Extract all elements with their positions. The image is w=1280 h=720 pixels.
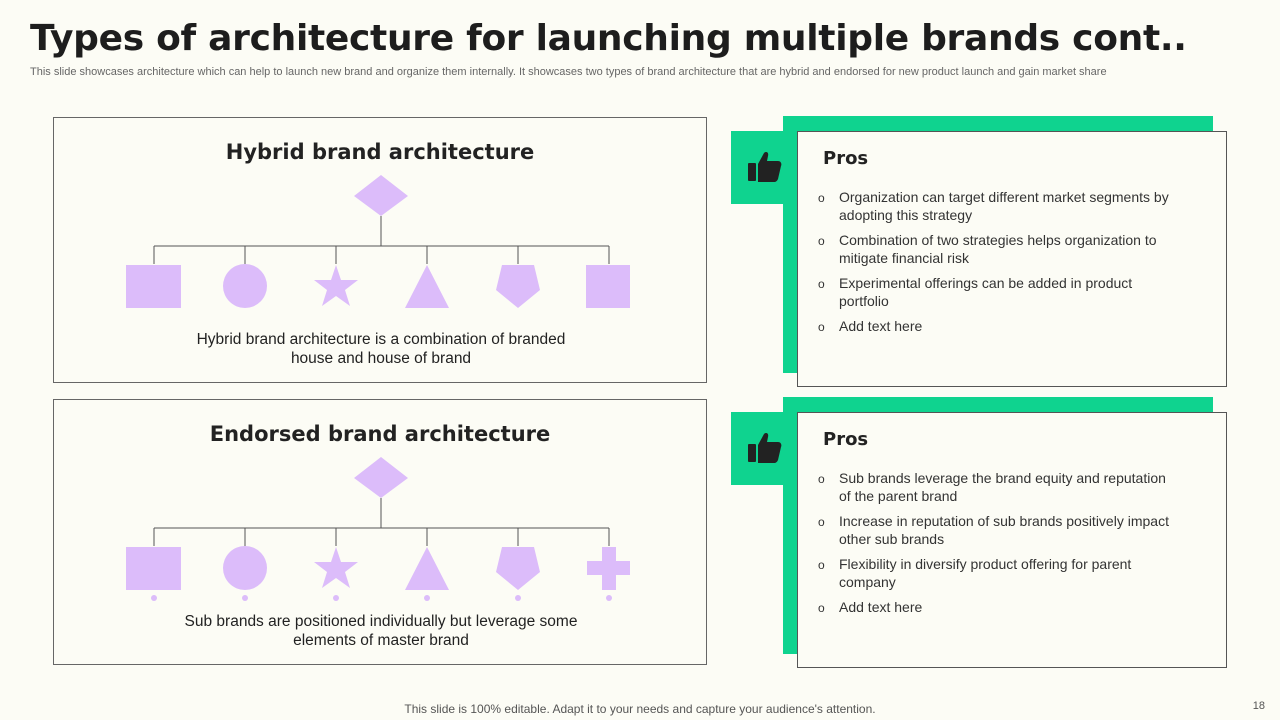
bullet: o xyxy=(818,601,825,615)
endorsed-panel-title: Endorsed brand architecture xyxy=(209,422,551,446)
pros-icon-tile xyxy=(731,131,801,204)
endorsed-diagram xyxy=(126,457,630,601)
bullet: o xyxy=(818,515,825,529)
slide-footer: This slide is 100% editable. Adapt it to… xyxy=(404,702,876,716)
hybrid-description: Hybrid brand architecture is a combinati… xyxy=(196,331,566,367)
hybrid-diagram xyxy=(126,175,630,308)
sub-brand-circle xyxy=(223,546,267,590)
bullet: o xyxy=(818,234,825,248)
bullet: o xyxy=(818,558,825,572)
endorsed-architecture-panel: Endorsed brand architecture Sub brands xyxy=(53,399,707,665)
thumbs-up-icon xyxy=(748,433,782,463)
bullet: o xyxy=(818,191,825,205)
bullet: o xyxy=(818,472,825,486)
hybrid-architecture-panel: Hybrid brand architecture Hybrid brand a… xyxy=(53,117,707,383)
sub-brand-square xyxy=(586,265,630,308)
sub-brand-star xyxy=(314,265,358,306)
sub-brand-triangle xyxy=(405,547,449,590)
sub-brand-cross xyxy=(587,547,630,590)
sub-brand-triangle xyxy=(405,265,449,308)
sub-brand-star xyxy=(314,547,358,588)
sub-brand-pentagon xyxy=(496,265,540,308)
endorsement-dots xyxy=(151,595,612,601)
slide-subtitle: This slide showcases architecture which … xyxy=(30,66,1107,78)
pros-icon-tile xyxy=(731,412,801,485)
hybrid-panel-title: Hybrid brand architecture xyxy=(225,140,535,164)
pros-title: Pros xyxy=(823,148,869,169)
bullet: o xyxy=(818,277,825,291)
pros-title: Pros xyxy=(823,429,869,450)
parent-brand-diamond xyxy=(354,457,408,498)
sub-brand-pentagon xyxy=(496,547,540,590)
page-number: 18 xyxy=(1252,700,1265,712)
sub-brand-square xyxy=(126,547,181,590)
hybrid-connectors xyxy=(153,216,610,264)
parent-brand-diamond xyxy=(354,175,408,216)
endorsed-connectors xyxy=(153,498,610,546)
endorsed-description: Sub brands are positioned individually b… xyxy=(184,613,578,649)
slide-title: Types of architecture for launching mult… xyxy=(30,18,1187,59)
bullet: o xyxy=(818,320,825,334)
thumbs-up-icon xyxy=(748,152,782,182)
sub-brand-square xyxy=(126,265,181,308)
sub-brand-circle xyxy=(223,264,267,308)
